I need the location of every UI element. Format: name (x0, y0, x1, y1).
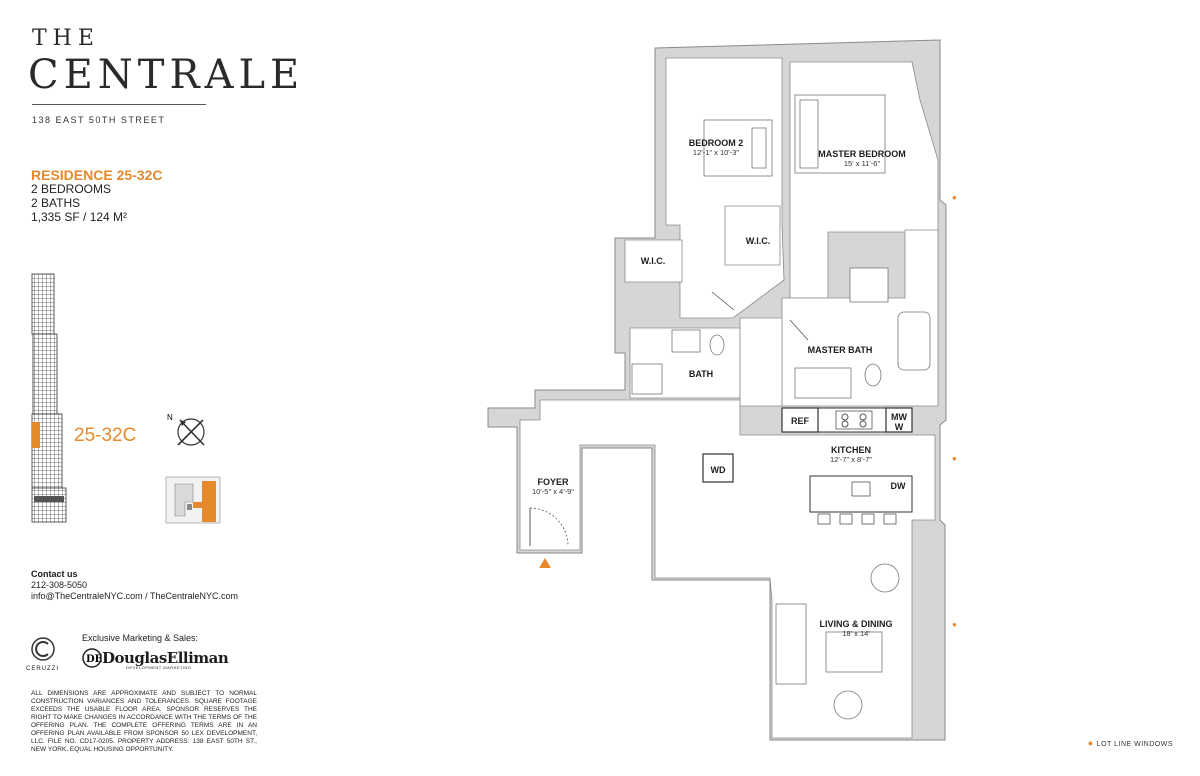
legend: ●LOT LINE WINDOWS (1088, 738, 1173, 748)
svg-text:DE: DE (86, 654, 102, 665)
douglas-elliman-logo-icon: DE (82, 648, 102, 668)
refrigerator-icon (781, 407, 819, 433)
douglas-elliman-tagline: DEVELOPMENT MARKETING (126, 665, 192, 670)
ceruzzi-logo: CERUZZI (26, 666, 59, 672)
compass-icon: N (167, 413, 205, 446)
lot-line-marker: ● (952, 620, 957, 629)
microwave-icon (885, 407, 913, 433)
master-shower-icon (849, 267, 889, 303)
bathtub-icon (897, 311, 931, 371)
douglas-elliman-logo: DouglasElliman (102, 649, 229, 667)
appliance-ref: REF (791, 416, 809, 426)
contact-phone[interactable]: 212-308-5050 (31, 580, 88, 590)
room-bath: BATH (688, 369, 714, 379)
bath-vanity-icon (671, 329, 701, 353)
wic-a-area (624, 239, 683, 283)
room-wic-b: W.I.C. (745, 236, 771, 246)
hallway-area (739, 317, 783, 407)
legend-lot-line-label: LOT LINE WINDOWS (1096, 741, 1173, 748)
sink-icon (851, 481, 871, 497)
room-wic-a: W.I.C. (640, 256, 666, 266)
appliance-mw-2: W (894, 422, 904, 432)
logo-name: CENTRALE (28, 52, 305, 98)
residence-baths: 2 BATHS (31, 196, 81, 210)
room-master-bedroom: MASTER BEDROOM 15' x 11'-6" (818, 149, 906, 168)
room-master-bath: MASTER BATH (807, 345, 873, 355)
legend-dot-icon: ● (1087, 738, 1094, 748)
marketing-label: Exclusive Marketing & Sales: (82, 633, 199, 643)
contact-title: Contact us (31, 569, 78, 579)
unit-floor-highlight (32, 422, 40, 448)
residence-bedrooms: 2 BEDROOMS (31, 182, 112, 196)
contact-web[interactable]: info@TheCentraleNYC.com / TheCentraleNYC… (31, 591, 239, 601)
logo-the: THE (32, 26, 100, 51)
logo-divider (32, 104, 206, 105)
washer-dryer-icon (702, 453, 734, 483)
lot-line-marker: ● (952, 454, 957, 463)
residence-area: 1,335 SF / 124 M² (31, 210, 128, 224)
room-foyer: FOYER 10'-5" x 4'-9" (532, 477, 574, 496)
armchair-icon (833, 690, 863, 720)
building-elevation (31, 273, 67, 523)
bedroom-2-area (665, 57, 785, 319)
unit-label: 25-32C (74, 425, 137, 446)
master-vanity-icon (794, 367, 852, 399)
appliance-dw: DW (890, 481, 906, 491)
ceruzzi-logo-icon (31, 637, 55, 661)
appliance-wd: WD (710, 465, 726, 475)
room-bedroom-2: BEDROOM 2 12'-1" x 10'-3" (688, 138, 744, 157)
lot-line-marker: ● (952, 193, 957, 202)
room-living-dining: LIVING & DINING 18' x 14' (819, 619, 893, 638)
room-kitchen: KITCHEN 12'-7" x 8'-7" (830, 445, 872, 464)
master-toilet-icon (864, 363, 882, 387)
shower-icon (631, 363, 663, 395)
sofa-icon (775, 603, 807, 685)
compass-north-label: N (167, 413, 173, 422)
legal-disclaimer: All dimensions are approximate and subje… (31, 690, 257, 753)
cooktop-icon (835, 410, 873, 430)
entry-arrow-icon (539, 558, 551, 568)
coffee-table-icon (825, 631, 883, 673)
wic-b-area (724, 205, 781, 266)
key-plan (165, 476, 221, 524)
dining-table-icon (870, 563, 900, 593)
bath-toilet-icon (709, 334, 725, 356)
appliance-mw: MW (891, 412, 907, 422)
residence-title: RESIDENCE 25-32C (31, 167, 163, 183)
building-address: 138 EAST 50TH STREET (32, 115, 166, 125)
